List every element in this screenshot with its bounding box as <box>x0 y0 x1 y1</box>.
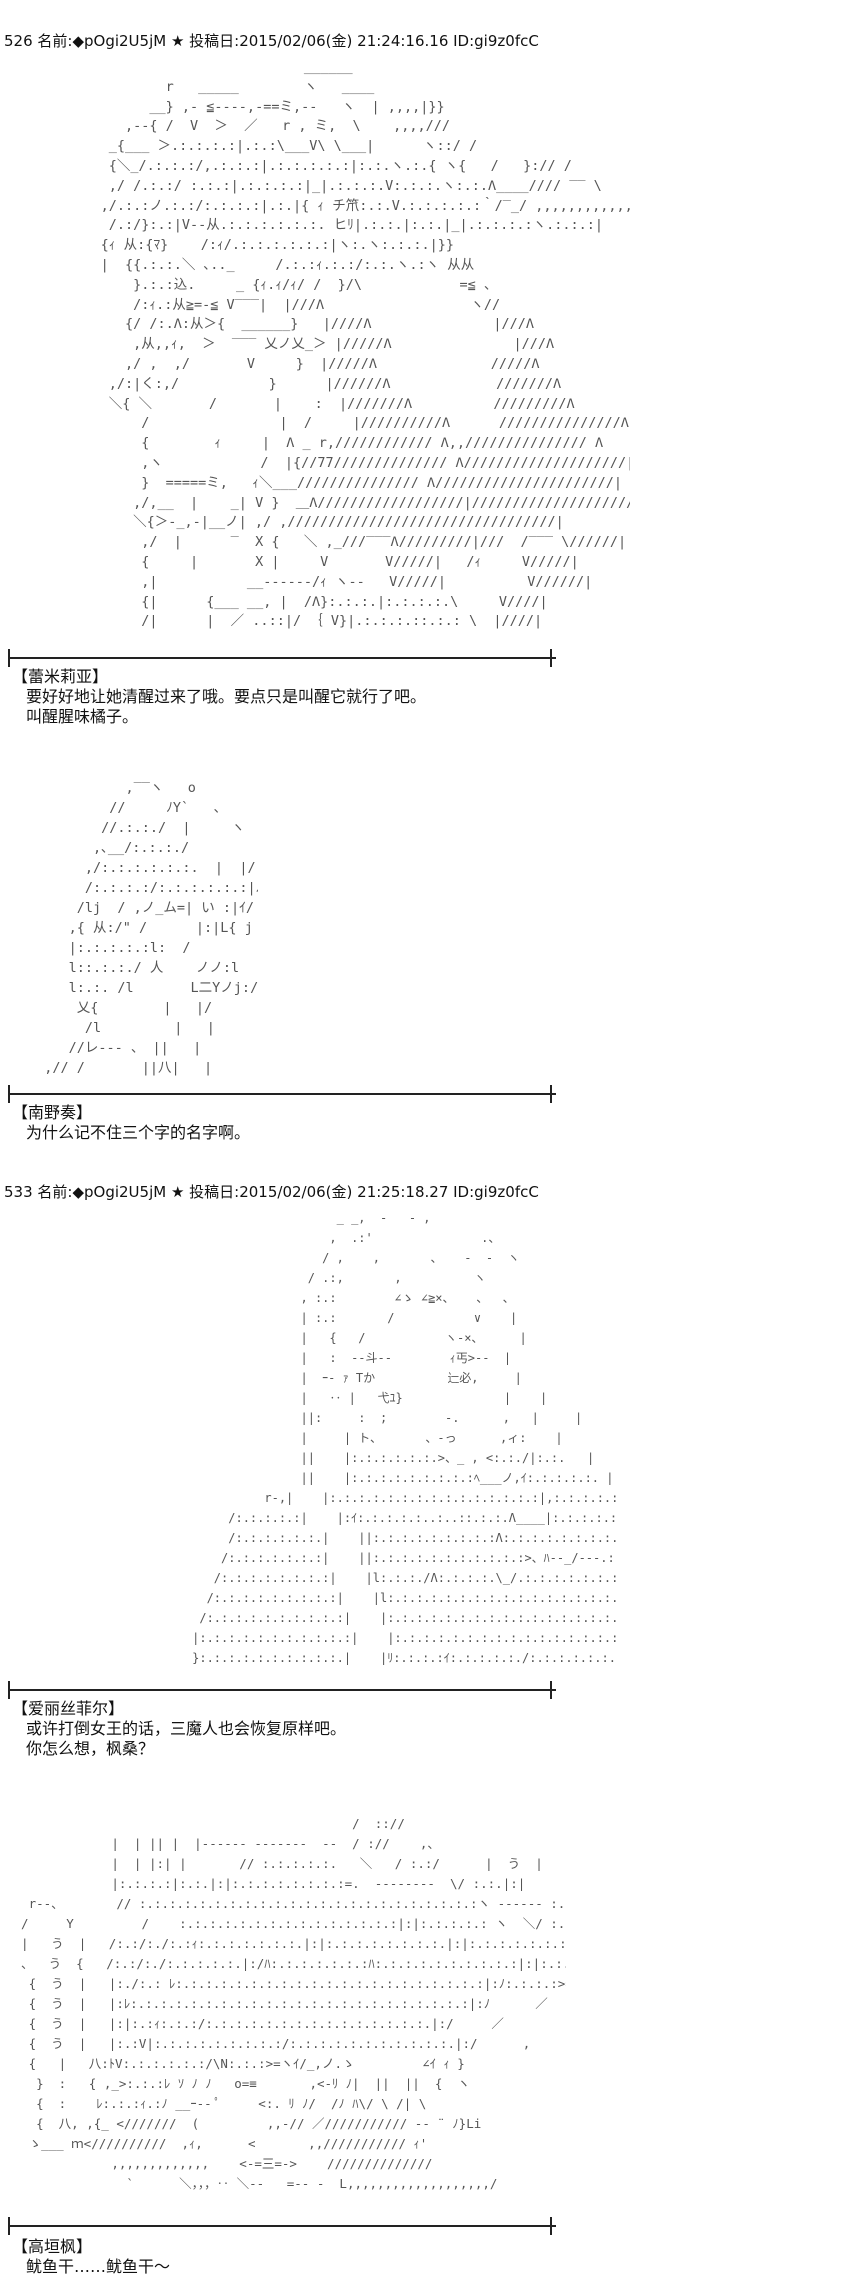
dialogue-line: 你怎么想，枫桑？ <box>26 1739 155 1758</box>
remilia-ascii-art: ______ r _____ ヽ ____ __} ,‐ ≦‐‐‐‐,‐==ミ,… <box>100 59 630 630</box>
dialogue-line: 或许打倒女王的话，三魔人也会恢复原样吧。 <box>26 1719 347 1738</box>
dialogue-line: 要好好地让她清醒过来了哦。要点只是叫醒它就行了吧。 <box>26 687 427 706</box>
speaker-name: 【南野奏】 <box>12 1103 93 1122</box>
speaker-name: 【高垣枫】 <box>12 2237 93 2256</box>
divider-tick-right <box>550 1085 552 1103</box>
speaker-name: 【爱丽丝菲尔】 <box>12 1699 125 1718</box>
kaede-ascii-art: / ::// | | || | |‐‐‐‐‐‐ ‐‐‐‐‐‐‐ ‐‐ / ://… <box>21 1816 566 2191</box>
divider <box>8 657 556 659</box>
post-header-533: 533 名前:◆pOgi2U5jM ★ 投稿日:2015/02/06(金) 21… <box>4 1183 539 1201</box>
dialogue-line: 为什么记不住三个字的名字啊。 <box>26 1123 251 1142</box>
divider-tick-left <box>8 2217 10 2235</box>
post-header-526: 526 名前:◆pOgi2U5jM ★ 投稿日:2015/02/06(金) 21… <box>4 32 539 50</box>
divider-tick-right <box>550 649 552 667</box>
minami-ascii-art: ,‾‾ヽ o // ﾉY` 、 //.:.:./ | ヽ ,､__/:.:.:.… <box>44 780 258 1076</box>
divider-tick-left <box>8 649 10 667</box>
dialogue-line: 鱿鱼干……鱿鱼干～ <box>26 2257 171 2276</box>
divider-tick-left <box>8 1085 10 1103</box>
divider <box>8 2225 556 2227</box>
divider-tick-right <box>550 2217 552 2235</box>
divider <box>8 1093 556 1095</box>
divider-tick-right <box>550 1681 552 1699</box>
divider-tick-left <box>8 1681 10 1699</box>
alice-ascii-art: _ _, ‐ ‐ , , .:' .、 / , , 、 ‐ ‐ ヽ / .:, … <box>192 1211 616 1665</box>
divider <box>8 1689 556 1691</box>
speaker-name: 【蕾米莉亚】 <box>12 667 109 686</box>
dialogue-line: 叫醒腥味橘子。 <box>26 707 139 726</box>
